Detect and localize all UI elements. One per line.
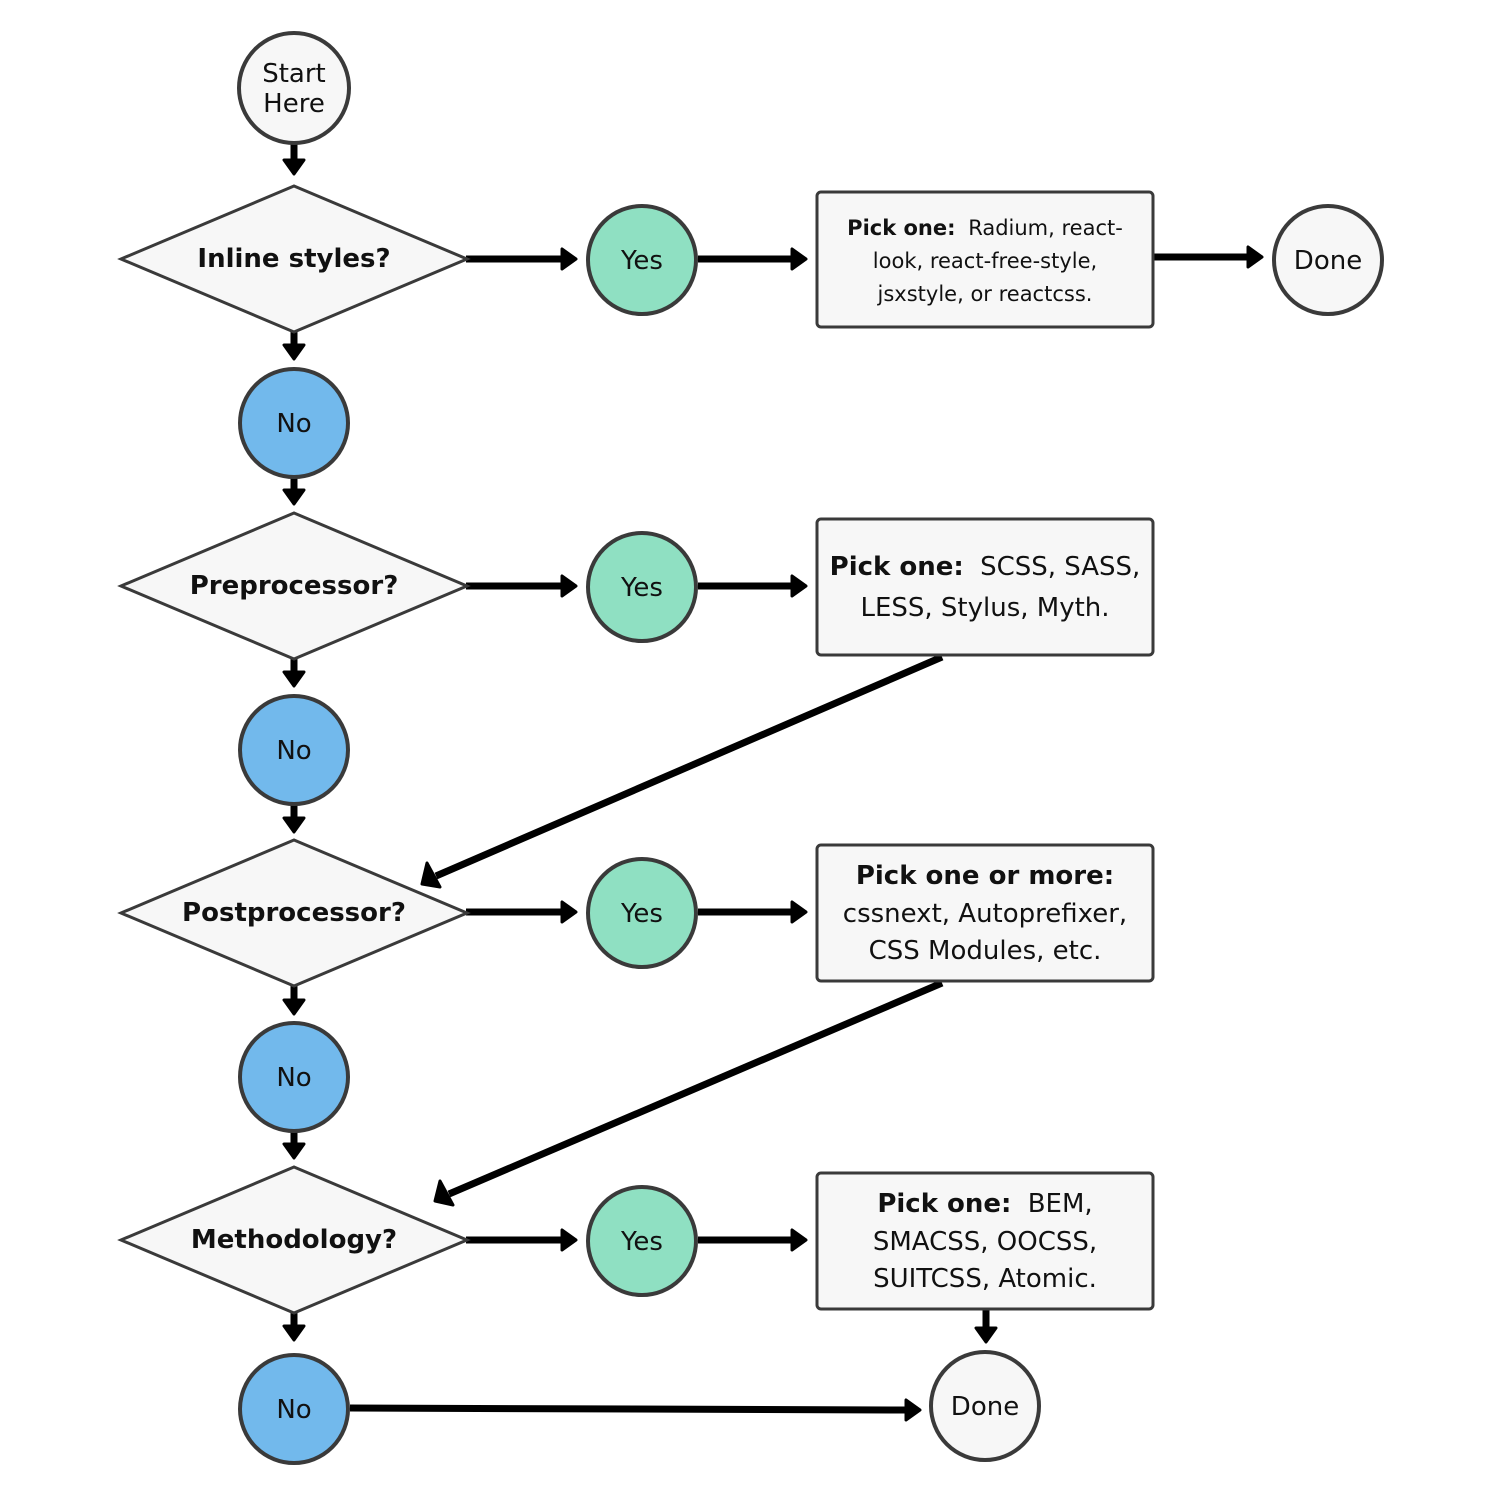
decision-postprocessor: Postprocessor?: [117, 838, 471, 988]
arrowhead: [790, 574, 808, 598]
box-inline-line3: jsxstyle, or reactcss.: [877, 282, 1093, 306]
arrowhead: [282, 998, 306, 1016]
yes-label: Yes: [620, 1227, 663, 1257]
arrowhead: [974, 1326, 998, 1344]
box-method-line3: SUITCSS, Atomic.: [873, 1264, 1097, 1294]
no-node-post: No: [238, 1021, 350, 1133]
yes-node-inline: Yes: [586, 204, 698, 316]
done-label: Done: [1294, 246, 1362, 276]
yes-label: Yes: [620, 899, 663, 929]
decision-pre-label: Preprocessor?: [190, 571, 399, 601]
box-method-lead: Pick one:: [877, 1189, 1011, 1219]
yes-label: Yes: [620, 573, 663, 603]
arrowhead: [282, 1324, 306, 1342]
arrowhead: [282, 816, 306, 834]
arrowhead: [282, 1142, 306, 1160]
done-label: Done: [951, 1392, 1019, 1422]
arrowhead: [560, 247, 578, 271]
box-inline: Pick one: Radium, react- look, react-fre…: [815, 190, 1155, 329]
box-inline-line2: look, react-free-style,: [873, 249, 1097, 273]
start-label-line2: Here: [263, 89, 325, 119]
box-post-line2: cssnext, Autoprefixer,: [843, 899, 1127, 929]
box-method: Pick one: BEM, SMACSS, OOCSS, SUITCSS, A…: [815, 1171, 1155, 1311]
arrowhead: [282, 670, 306, 688]
arrowhead: [433, 1179, 455, 1207]
box-inline-lead: Pick one:: [847, 216, 955, 240]
yes-node-post: Yes: [586, 857, 698, 969]
arrowhead: [560, 574, 578, 598]
connector-box-post-to-method: [447, 979, 944, 1198]
done-node-bottom: Done: [929, 1350, 1041, 1462]
arrowhead: [790, 900, 808, 924]
decision-inline-label: Inline styles?: [197, 244, 390, 274]
start-node: Start Here: [237, 31, 351, 145]
arrowhead: [282, 158, 306, 176]
box-pre-line2: LESS, Stylus, Myth.: [860, 593, 1109, 623]
box-pre-line1: Pick one: SCSS, SASS,: [830, 552, 1141, 582]
no-node-pre: No: [238, 694, 350, 806]
decision-post-label: Postprocessor?: [182, 898, 406, 928]
decision-preprocessor: Preprocessor?: [117, 511, 471, 661]
box-inline-text1: Radium, react-: [968, 216, 1123, 240]
no-label: No: [276, 1063, 311, 1093]
box-inline-line1: Pick one: Radium, react-: [847, 216, 1123, 240]
box-method-text1: BEM,: [1028, 1189, 1093, 1219]
arrowhead: [560, 1228, 578, 1252]
arrowhead: [560, 900, 578, 924]
yes-label: Yes: [620, 246, 663, 276]
box-pre-lead: Pick one:: [830, 552, 964, 582]
box-method-line1: Pick one: BEM,: [877, 1189, 1092, 1219]
arrowhead: [282, 488, 306, 506]
arrowhead: [790, 247, 808, 271]
yes-node-pre: Yes: [586, 531, 698, 643]
start-label-line1: Start: [262, 59, 326, 89]
arrowhead: [420, 861, 442, 889]
no-node-inline: No: [238, 367, 350, 479]
connectors: [282, 144, 1264, 1422]
connector-box-pre-to-post: [434, 653, 944, 880]
yes-node-method: Yes: [586, 1185, 698, 1297]
no-label: No: [276, 409, 311, 439]
decision-methodology: Methodology?: [117, 1165, 471, 1315]
connector-no-done: [349, 1404, 907, 1414]
arrowhead: [904, 1398, 922, 1422]
no-label: No: [276, 736, 311, 766]
decision-inline-styles: Inline styles?: [117, 184, 471, 334]
box-method-line2: SMACSS, OOCSS,: [873, 1227, 1097, 1257]
box-post-lead: Pick one or more:: [856, 861, 1114, 891]
no-label: No: [276, 1395, 311, 1425]
decision-method-label: Methodology?: [191, 1225, 397, 1255]
done-node-top: Done: [1272, 204, 1384, 316]
arrowhead: [1246, 245, 1264, 269]
box-pre-text1: SCSS, SASS,: [980, 552, 1140, 582]
arrowhead: [282, 343, 306, 361]
box-pre: Pick one: SCSS, SASS, LESS, Stylus, Myth…: [815, 517, 1155, 657]
box-post: Pick one or more: cssnext, Autoprefixer,…: [815, 843, 1155, 983]
arrowhead: [790, 1228, 808, 1252]
no-node-method: No: [238, 1353, 350, 1465]
box-post-line3: CSS Modules, etc.: [869, 936, 1102, 966]
